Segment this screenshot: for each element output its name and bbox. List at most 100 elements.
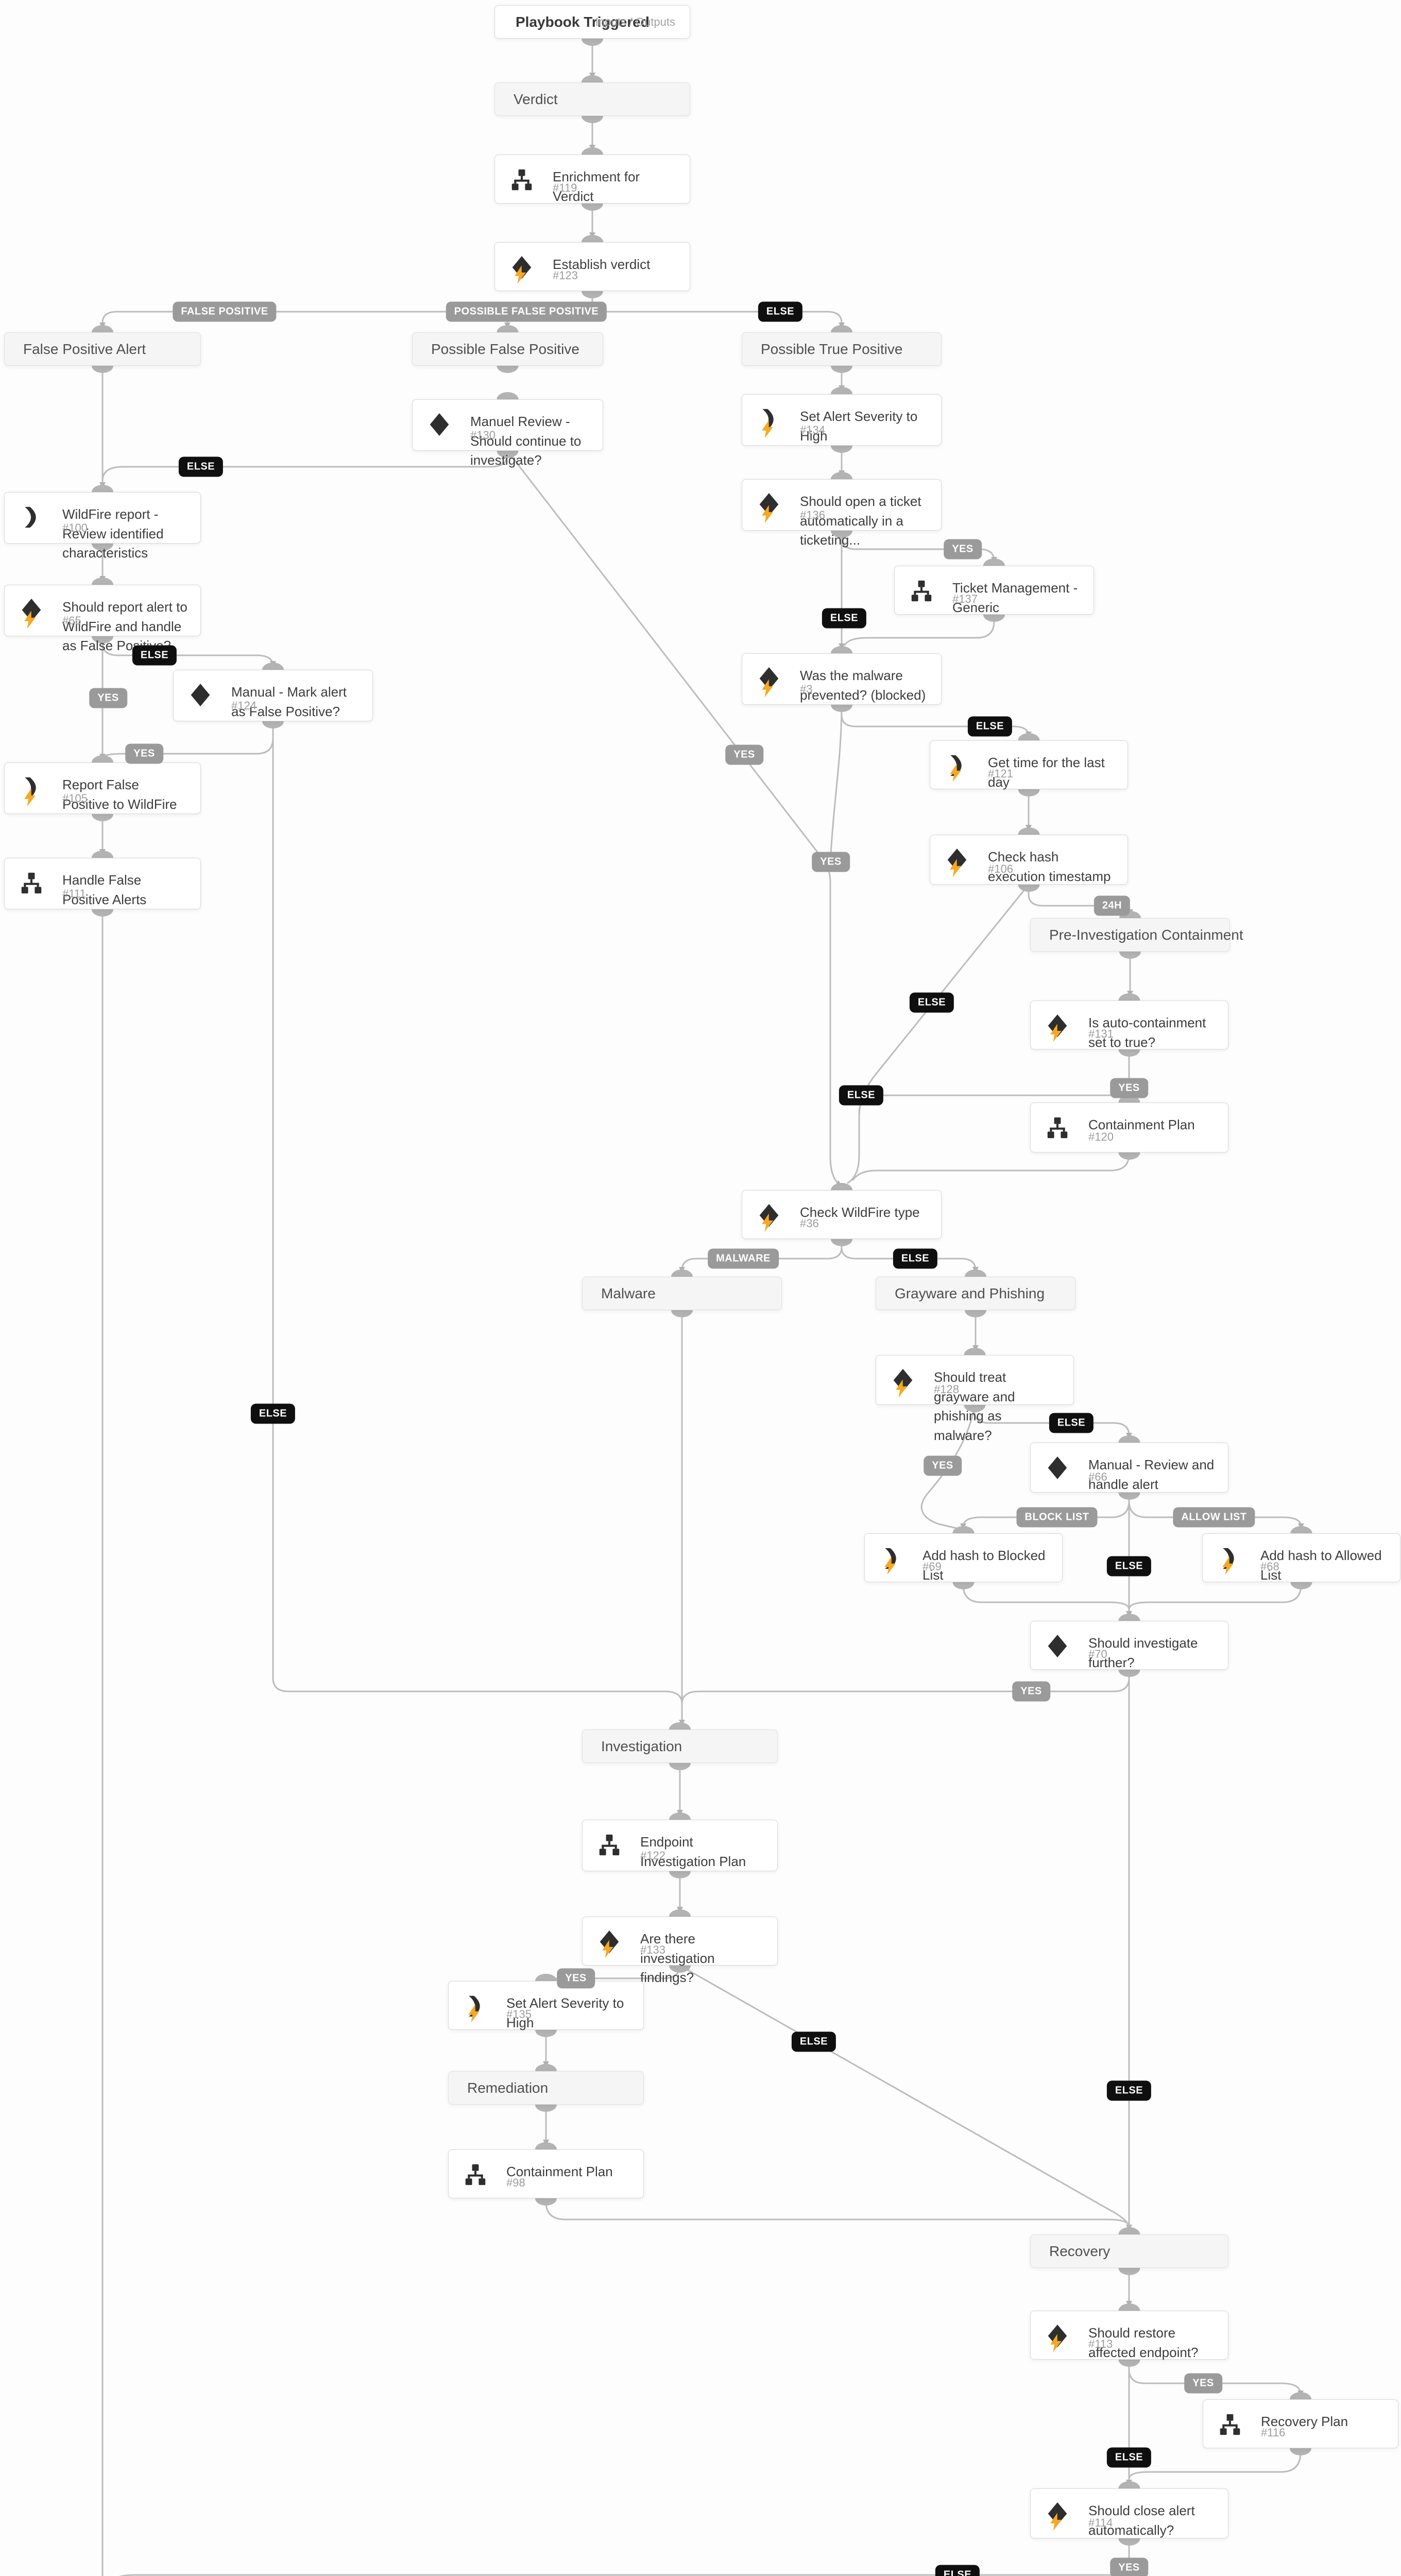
node-containment-plan-120[interactable]: Containment Plan#120 — [1030, 1103, 1228, 1153]
node-section-investigation[interactable]: Investigation — [582, 1730, 778, 1763]
automation-bolt-icon — [759, 504, 776, 524]
branch-label-else: ELSE — [132, 645, 177, 666]
node-set-alert-severity-high-135[interactable]: Set Alert Severity to High#135 — [448, 1981, 644, 2030]
task-icon — [20, 776, 43, 799]
node-title: Establish verdict — [553, 257, 651, 272]
branch-label-else: ELSE — [909, 992, 954, 1013]
branch-label-else: ELSE — [1049, 1413, 1094, 1433]
node-section-false-positive-alert[interactable]: False Positive Alert — [4, 332, 201, 366]
node-title: Check hash execution timestamp — [988, 849, 1111, 884]
branch-label-yes: YES — [812, 852, 850, 872]
automation-bolt-icon — [759, 419, 776, 439]
node-title: Playbook Triggered — [516, 13, 650, 30]
node-section-malware[interactable]: Malware — [582, 1277, 782, 1310]
node-title: Should restore affected endpoint? — [1088, 2325, 1199, 2360]
edge-connector — [847, 884, 1030, 1184]
branch-label-yes: YES — [725, 744, 763, 765]
task-icon — [758, 408, 780, 431]
node-id: #70 — [1088, 1648, 1107, 1660]
node-title: Containment Plan — [1088, 1117, 1195, 1132]
node-should-close-alert-automatically[interactable]: Should close alert automatically?#114 — [1030, 2488, 1228, 2538]
node-endpoint-investigation-plan[interactable]: Endpoint Investigation Plan#122 — [582, 1820, 778, 1871]
edge-connector — [101, 450, 508, 482]
node-title: Endpoint Investigation Plan — [640, 1834, 746, 1869]
automation-bolt-icon — [1047, 2512, 1065, 2532]
branch-label-else: ELSE — [791, 2031, 836, 2052]
node-section-verdict[interactable]: Verdict — [494, 82, 690, 116]
node-enrichment-for-verdict[interactable]: Enrichment for Verdict#119 — [494, 155, 690, 204]
playbook-icon — [510, 168, 533, 191]
node-title: Get time for the last day — [988, 755, 1105, 790]
node-id: #130 — [470, 429, 496, 442]
node-get-time-last-day[interactable]: Get time for the last day#121 — [930, 740, 1128, 790]
condition-icon — [189, 684, 212, 706]
node-recovery-plan[interactable]: Recovery Plan#116 — [1203, 2399, 1398, 2448]
node-manual-mark-alert-false-positive[interactable]: Manual - Mark alert as False Positive?#1… — [173, 670, 373, 721]
node-should-restore-affected-endpoint[interactable]: Should restore affected endpoint?#113 — [1030, 2311, 1228, 2360]
node-section-pre-investigation-containment[interactable]: Pre-Investigation Containment — [1030, 918, 1243, 952]
condition-icon — [598, 1930, 621, 1953]
node-title: Handle False Positive Alerts — [62, 872, 147, 907]
node-set-alert-severity-high-134[interactable]: Set Alert Severity to High#134 — [742, 394, 942, 446]
node-title: Possible False Positive — [431, 341, 579, 357]
node-should-open-ticket[interactable]: Should open a ticket automatically in a … — [742, 479, 942, 548]
playbook-icon — [1219, 2413, 1241, 2436]
node-wildfire-report-review[interactable]: WildFire report - Review identified char… — [4, 492, 201, 561]
node-handle-false-positive-alerts[interactable]: Handle False Positive Alerts#111 — [4, 858, 201, 909]
node-was-malware-prevented[interactable]: Was the malware prevented? (blocked)#3 — [742, 653, 942, 705]
node-are-there-investigation-findings[interactable]: Are there investigation findings?#133 — [582, 1917, 778, 1985]
branch-label-false-positive: FALSE POSITIVE — [173, 301, 277, 322]
node-section-possible-true-positive[interactable]: Possible True Positive — [742, 332, 942, 366]
node-manual-review-and-handle-alert[interactable]: Manual - Review and handle alert#66 — [1030, 1443, 1228, 1493]
node-should-investigate-further[interactable]: Should investigate further?#70 — [1030, 1621, 1228, 1670]
node-title: Should report alert to WildFire and hand… — [62, 599, 187, 654]
node-add-hash-blocked-list[interactable]: Add hash to Blocked List#69 — [864, 1533, 1063, 1583]
condition-icon — [1046, 2325, 1069, 2347]
node-section-recovery[interactable]: Recovery — [1030, 2234, 1228, 2268]
node-containment-plan-98[interactable]: Containment Plan#98 — [448, 2149, 644, 2198]
automation-bolt-icon — [947, 858, 964, 878]
node-section-remediation[interactable]: Remediation — [448, 2071, 644, 2105]
node-is-auto-containment-true[interactable]: Is auto-containment set to true?#131 — [1030, 1001, 1228, 1050]
node-id: #111 — [62, 887, 86, 900]
edge-connector — [506, 450, 842, 1187]
node-ticket-management-generic[interactable]: Ticket Management - Generic#137 — [894, 566, 1094, 615]
node-id: #36 — [800, 1217, 819, 1230]
node-check-hash-execution-timestamp[interactable]: Check hash execution timestamp#106 — [930, 835, 1128, 885]
branch-label-yes: YES — [89, 688, 127, 708]
edge-connector — [681, 1669, 1130, 1705]
node-title: Should treat grayware and phishing as ma… — [934, 1369, 1015, 1444]
branch-label-else: ELSE — [822, 608, 867, 629]
node-id: #105 — [62, 792, 88, 805]
node-check-wildfire-type[interactable]: Check WildFire type#36 — [742, 1190, 942, 1239]
node-title: Check WildFire type — [800, 1205, 920, 1220]
node-id: #121 — [988, 767, 1013, 780]
node-id: #106 — [988, 862, 1013, 875]
node-title: Ticket Management - Generic — [952, 580, 1078, 615]
branch-label-yes: YES — [1110, 2557, 1148, 2576]
node-should-treat-grayware-as-malware[interactable]: Should treat grayware and phishing as ma… — [876, 1355, 1074, 1443]
automation-bolt-icon — [1219, 1556, 1237, 1575]
node-report-false-positive-wildfire[interactable]: Report False Positive to WildFire#105 — [4, 762, 201, 814]
node-title: Add hash to Blocked List — [922, 1548, 1046, 1583]
node-add-hash-allowed-list[interactable]: Add hash to Allowed List#68 — [1202, 1533, 1400, 1583]
node-section-possible-false-positive[interactable]: Possible False Positive — [412, 332, 603, 366]
node-title: Add hash to Allowed List — [1260, 1548, 1382, 1583]
edge-connector — [679, 1964, 1130, 2229]
node-should-report-alert-wildfire[interactable]: Should report alert to WildFire and hand… — [4, 585, 201, 653]
playbook-icon — [598, 1834, 621, 1856]
playbook-icon — [910, 580, 933, 602]
node-id: #136 — [800, 509, 825, 521]
branch-label-24h: 24H — [1094, 895, 1131, 916]
node-establish-verdict[interactable]: Establish verdict#123 — [494, 242, 690, 291]
edge-connector — [962, 1581, 1130, 1611]
node-manual-review-should-continue[interactable]: Manuel Review - Should continue to inves… — [412, 399, 603, 468]
node-title: Malware — [601, 1285, 656, 1301]
inputs-outputs-label[interactable]: Inputs / Outputs — [595, 15, 675, 28]
node-section-grayware-and-phishing[interactable]: Grayware and Phishing — [876, 1277, 1075, 1310]
branch-label-yes: YES — [125, 743, 163, 764]
condition-icon — [758, 667, 780, 690]
branch-label-else: ELSE — [1106, 2447, 1152, 2468]
